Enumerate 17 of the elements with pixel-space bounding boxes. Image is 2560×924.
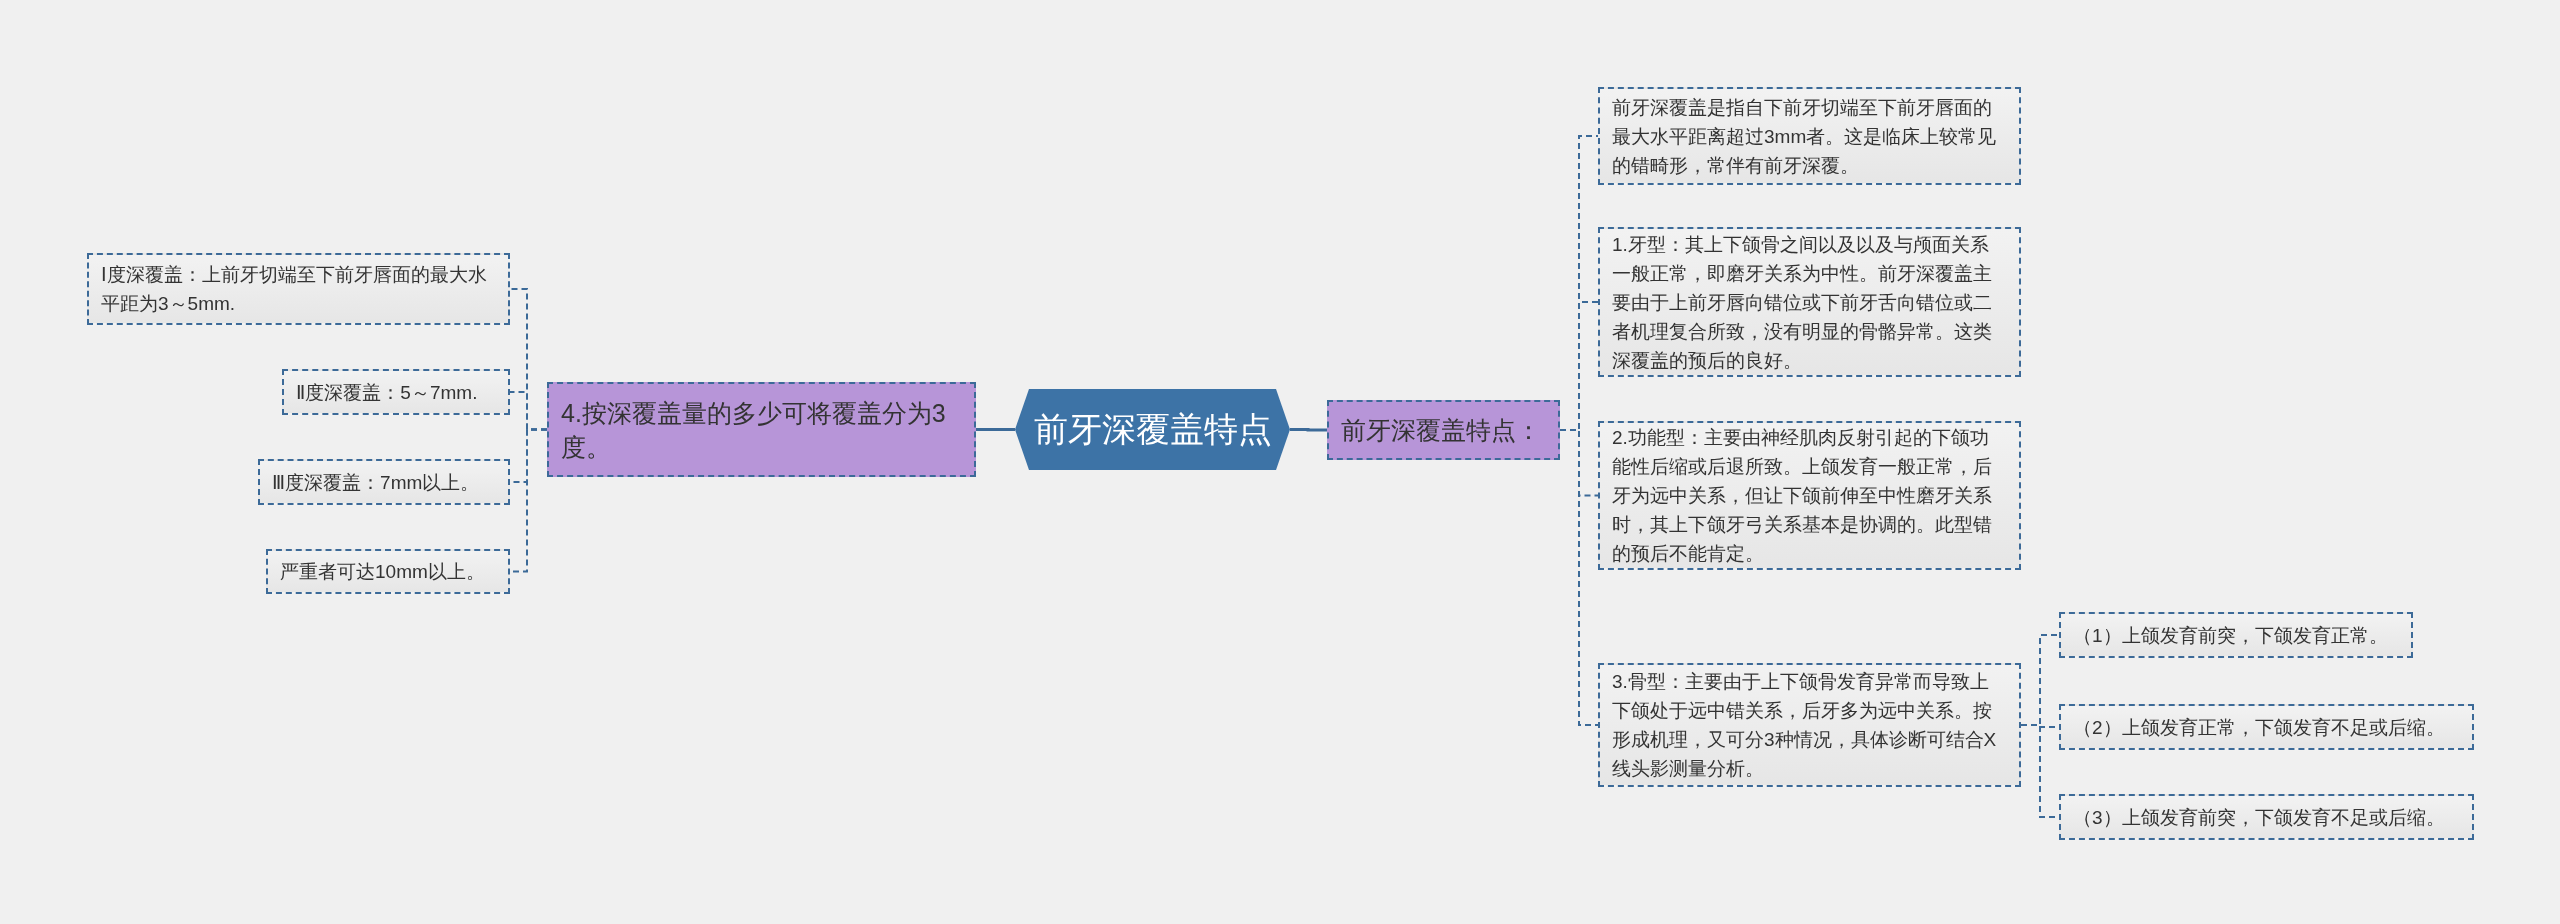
- connector: [1290, 428, 1327, 432]
- note-box: Ⅲ度深覆盖：7mm以上。: [258, 459, 510, 505]
- note-box: 3.骨型：主要由于上下颌骨发育异常而导致上下颌处于远中错关系，后牙多为远中关系。按形成机理，又可分3种情况，具体诊断可结合X线头影测量分析。: [1598, 663, 2021, 787]
- note-box: 严重者可达10mm以上。: [266, 549, 510, 594]
- note-box: Ⅱ度深覆盖：5～7mm.: [282, 369, 510, 415]
- topic-box: 前牙深覆盖特点：: [1327, 400, 1560, 460]
- note-box: Ⅰ度深覆盖：上前牙切端至下前牙唇面的最大水平距为3～5mm.: [87, 253, 510, 325]
- topic-box: 4.按深覆盖量的多少可将覆盖分为3度。: [547, 382, 976, 477]
- note-box: （1）上颌发育前突，下颌发育正常。: [2059, 612, 2413, 658]
- note-box: （2）上颌发育正常，下颌发育不足或后缩。: [2059, 704, 2474, 750]
- note-box: （3）上颌发育前突，下颌发育不足或后缩。: [2059, 794, 2474, 840]
- connector: [1559, 429, 1599, 726]
- note-box: 2.功能型：主要由神经肌肉反射引起的下颌功能性后缩或后退所致。上颌发育一般正常，后牙为远中关系，但让下颌前伸至中性磨牙关系时，其上下颌牙弓关系基本是协调的。此型错的预后不能肯定。: [1598, 421, 2021, 570]
- connector: [976, 428, 1015, 431]
- note-box: 1.牙型：其上下颌骨之间以及以及与颅面关系一般正常，即磨牙关系为中性。前牙深覆盖主要由于上前牙唇向错位或下前牙舌向错位或二者机理复合所致，没有明显的骨骼异常。这类深覆盖的预后的良好。: [1598, 227, 2021, 377]
- central-topic: 前牙深覆盖特点: [1015, 389, 1290, 470]
- note-box: 前牙深覆盖是指自下前牙切端至下前牙唇面的最大水平距离超过3mm者。这是临床上较常见的错畸形，常伴有前牙深覆。: [1598, 87, 2021, 185]
